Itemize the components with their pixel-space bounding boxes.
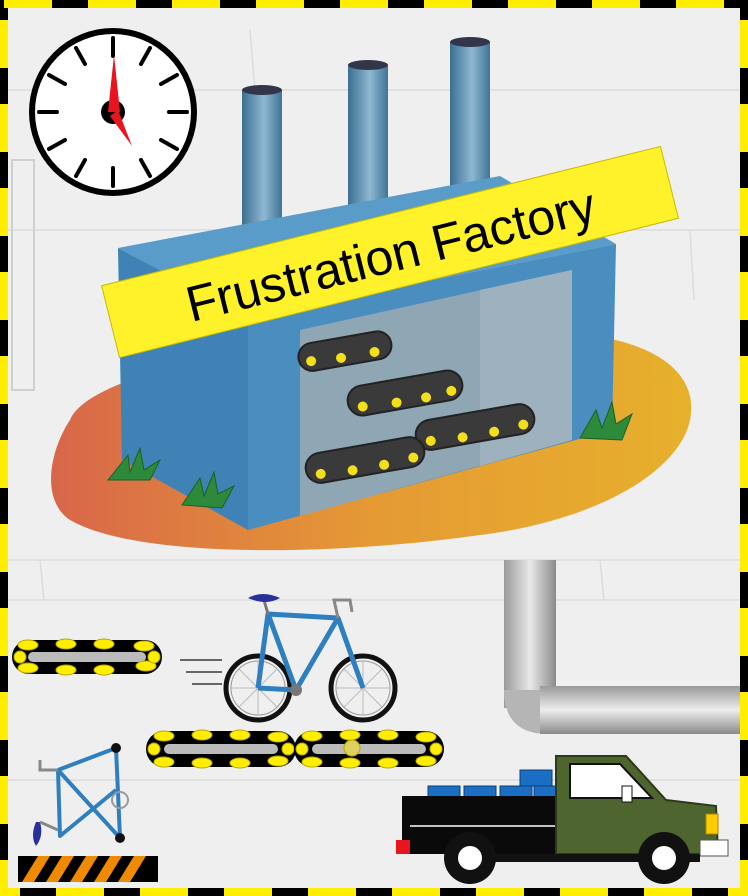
truck-taillight bbox=[396, 840, 410, 854]
pipe bbox=[504, 560, 740, 734]
plants bbox=[106, 400, 634, 509]
conveyor-belt bbox=[12, 638, 162, 676]
clock-hour-hand bbox=[110, 110, 132, 146]
conveyor-belt bbox=[414, 403, 536, 451]
sign-board bbox=[100, 145, 680, 359]
plant bbox=[106, 446, 162, 481]
bicycle-wheel bbox=[328, 653, 398, 723]
pickup-truck bbox=[396, 755, 729, 884]
plant bbox=[579, 400, 634, 441]
conveyor-belt bbox=[297, 330, 393, 372]
conveyor-belt bbox=[346, 369, 464, 417]
conveyor-belt bbox=[304, 436, 426, 484]
truck-cargo bbox=[427, 769, 559, 799]
factory-conveyors bbox=[297, 330, 536, 484]
wall-panel bbox=[11, 159, 35, 391]
truck-headlight bbox=[705, 813, 719, 835]
bicycle-seat bbox=[33, 822, 42, 846]
conveyor-belt bbox=[294, 729, 444, 769]
conveyor-belt bbox=[146, 729, 296, 769]
smokestack-top bbox=[450, 37, 490, 47]
bicycle bbox=[223, 594, 398, 723]
motion-lines bbox=[180, 659, 222, 685]
clock-icon bbox=[29, 28, 197, 196]
clock-minute-hand bbox=[108, 55, 120, 112]
plant bbox=[181, 470, 236, 509]
smokestack-top bbox=[348, 60, 388, 70]
hazard-stripe bbox=[18, 856, 158, 882]
broken-bicycle bbox=[33, 743, 129, 846]
bicycle-seat bbox=[248, 594, 280, 602]
smokestack-top bbox=[242, 85, 282, 95]
